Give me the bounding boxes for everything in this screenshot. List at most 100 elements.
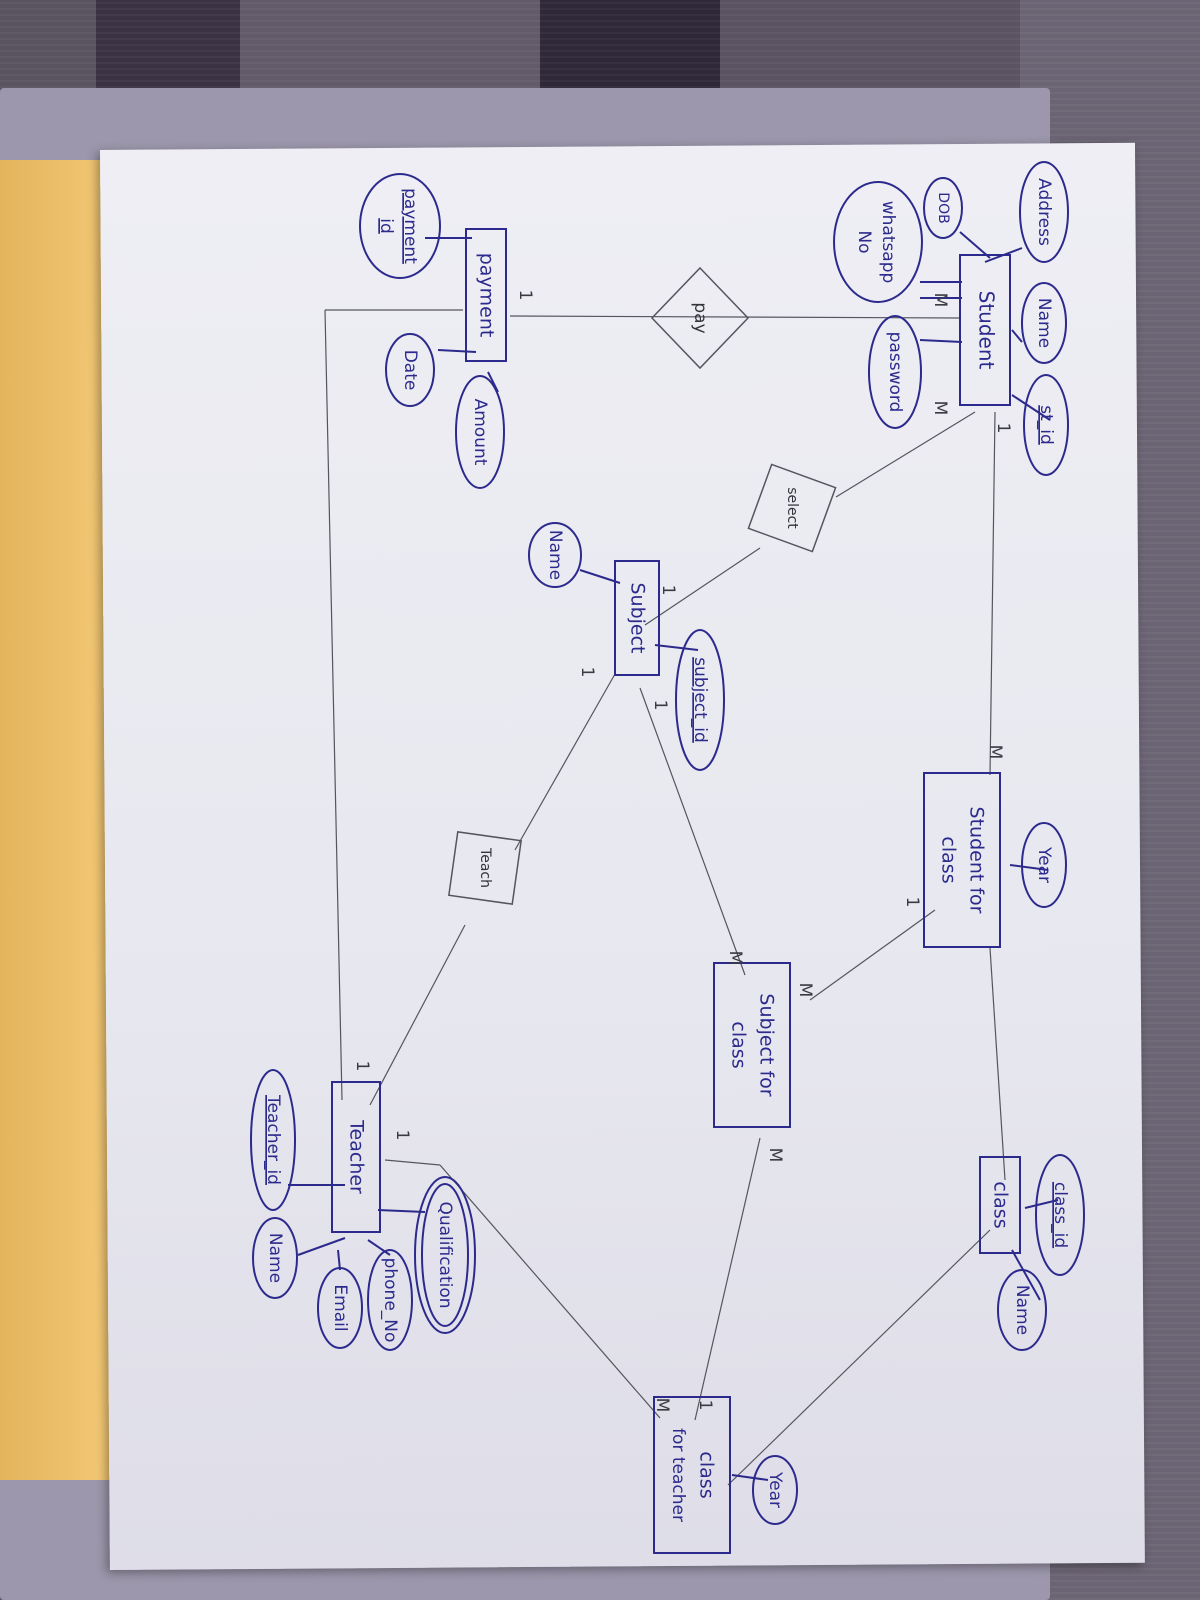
line-student-sfc (989, 411, 996, 776)
entity-student-for-class: Student for class (923, 772, 1001, 948)
card-student-pay: M (930, 293, 950, 308)
svg-text:Amount: Amount (470, 399, 490, 466)
attr-qualification: Qualification (414, 1176, 476, 1334)
attr-cft-year: Year (752, 1455, 798, 1525)
relationship-lines (324, 309, 1006, 1486)
svg-text:for teacher: for teacher (668, 1428, 688, 1522)
svg-text:Name: Name (545, 530, 565, 580)
svg-text:DOB: DOB (935, 192, 951, 223)
card-teacher-payment: 1 (392, 1130, 412, 1141)
svg-text:Teacher: Teacher (346, 1119, 368, 1194)
svg-text:st_id: st_id (1036, 405, 1056, 445)
attr-st-id: st_id (1023, 374, 1069, 476)
relationship-pay: pay (650, 266, 750, 370)
line-sjfc-cft (694, 1137, 761, 1421)
relationship-teach: Teach (448, 831, 522, 905)
svg-text:Subject: Subject (627, 582, 649, 653)
attr-subject-id: subject_id (675, 629, 725, 771)
svg-text:Teacher_id: Teacher_id (263, 1094, 283, 1185)
attr-email: Email (317, 1267, 363, 1349)
line-payment-teacher-vert (324, 309, 343, 1101)
line-teacher-cft-a (384, 1159, 441, 1166)
card-teacher-teach: 1 (352, 1061, 372, 1072)
line-payment-student (509, 315, 961, 319)
card-sjfc-cft: M (765, 1148, 785, 1163)
svg-text:phone_No: phone_No (380, 1258, 400, 1343)
svg-text:Student: Student (975, 291, 999, 370)
attr-amount: Amount (455, 375, 505, 489)
attr-phone-no: phone_No (367, 1249, 413, 1351)
entity-subject-for-class: Subject for class (713, 962, 791, 1128)
svg-text:No: No (854, 230, 874, 253)
svg-text:password: password (885, 332, 905, 413)
attr-class-name: Name (997, 1269, 1047, 1351)
attr-sfc-year: Year (1021, 822, 1067, 908)
svg-text:class: class (696, 1451, 718, 1498)
card-subject-sjfc: 1 (650, 700, 670, 711)
svg-text:Teach: Teach (477, 847, 493, 888)
line-teach-teacher (369, 924, 466, 1106)
svg-text:class: class (990, 1181, 1012, 1228)
line-subject-teach (514, 673, 616, 851)
svg-text:Student for: Student for (966, 807, 988, 914)
card-cft-teacher: M (652, 1398, 672, 1413)
attr-payment-id: payment id (359, 173, 441, 279)
svg-text:class_id: class_id (1050, 1182, 1070, 1248)
attr-student-name: Name (1021, 282, 1067, 364)
attr-address: Address (1019, 161, 1069, 263)
attr-teacher-id: Teacher_id (250, 1069, 296, 1211)
card-subject-teach: 1 (577, 667, 597, 678)
line-student-select (835, 411, 976, 498)
entity-class: class (979, 1156, 1021, 1254)
attr-subject-name: Name (528, 522, 582, 588)
entity-subject: Subject (614, 560, 660, 676)
card-sjfc-sfc: M (795, 983, 815, 998)
entity-class-for-teacher: class for teacher (653, 1396, 731, 1554)
svg-text:Address: Address (1034, 178, 1054, 246)
svg-text:class: class (938, 836, 960, 883)
svg-text:payment: payment (400, 188, 420, 264)
card-student-sfc: 1 (993, 423, 1013, 434)
svg-text:Qualification: Qualification (435, 1201, 455, 1308)
svg-text:Date: Date (400, 350, 420, 391)
entity-student: Student (959, 254, 1011, 406)
card-sfc-class: 1 (902, 897, 922, 908)
svg-text:pay: pay (690, 302, 710, 333)
card-sfc-student: M (985, 745, 1005, 760)
entity-payment: payment (465, 228, 507, 362)
svg-text:Name: Name (1012, 1285, 1032, 1335)
card-sjfc-subject: M (725, 951, 745, 966)
line-select-subject (644, 547, 761, 626)
attr-teacher-name: Name (252, 1217, 298, 1299)
svg-text:Year: Year (1034, 846, 1054, 883)
attr-class-id: class_id (1035, 1154, 1085, 1276)
svg-text:select: select (784, 487, 800, 529)
attr-password: password (868, 315, 922, 429)
line-teacher-cft-b (439, 1164, 661, 1419)
attr-date: Date (385, 333, 435, 407)
card-payment-pay: 1 (515, 290, 535, 301)
svg-text:id: id (376, 218, 396, 234)
attr-dob: DOB (923, 177, 963, 239)
card-subject-select: 1 (658, 585, 678, 596)
relationship-select: select (747, 463, 837, 553)
line-class-cft (727, 1229, 991, 1486)
attr-whatsapp: whatsapp No (833, 181, 923, 303)
line-sfc-sjfc (809, 909, 936, 1001)
svg-text:Name: Name (265, 1233, 285, 1283)
svg-text:whatsapp: whatsapp (878, 201, 898, 284)
svg-text:payment: payment (476, 253, 498, 338)
cardinality-marks: M 1 M 1 M 1 1 1 1 M M M 1 1 1 M (352, 290, 1013, 1413)
svg-text:class: class (728, 1021, 750, 1068)
line-sfc-class (989, 947, 1006, 1181)
svg-text:Year: Year (765, 1471, 785, 1508)
svg-text:Email: Email (330, 1284, 350, 1331)
svg-text:subject_id: subject_id (690, 657, 710, 743)
svg-text:Subject for: Subject for (756, 993, 778, 1096)
line-subject-sjfc (639, 687, 746, 976)
entity-teacher: Teacher (331, 1081, 381, 1233)
card-cft-sjfc: 1 (695, 1400, 715, 1411)
card-student-select: M (930, 401, 950, 416)
svg-text:Name: Name (1034, 298, 1054, 348)
